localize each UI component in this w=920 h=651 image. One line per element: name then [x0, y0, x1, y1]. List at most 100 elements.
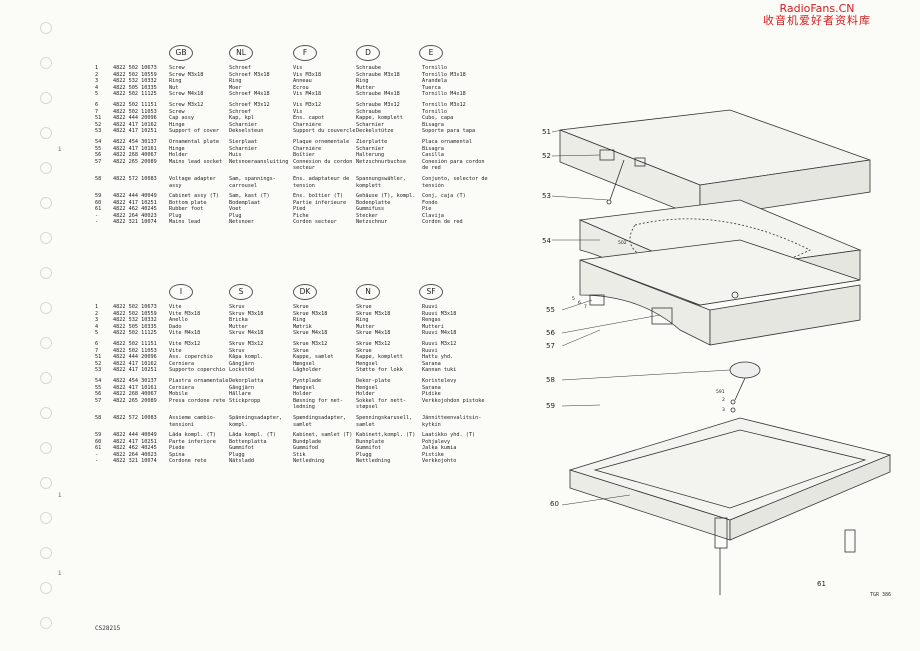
chassis-part — [579, 239, 861, 346]
part-description: Skruv M4x18 — [229, 330, 264, 337]
voltage-adapter-part — [729, 361, 761, 413]
part-code: 4822 502 11125 — [113, 330, 157, 337]
item-number: 58 — [95, 414, 102, 421]
part-description: Sokkel for nett- — [356, 397, 406, 404]
part-description: Hængsel — [293, 360, 315, 367]
part-description: Ring — [293, 317, 306, 324]
part-code: 4822 532 10332 — [113, 317, 157, 324]
part-description: Mains lead — [169, 219, 201, 226]
item-number: 52 — [95, 360, 102, 367]
item-number: 4 — [95, 323, 99, 330]
part-description: Schroef M4x18 — [229, 91, 270, 98]
part-description: Mutter — [229, 323, 248, 330]
part-description: Verkkojohto — [422, 458, 457, 465]
watermark: RadioFans.CN 收音机爱好者资料库 — [722, 3, 912, 27]
part-description: Mutteri — [422, 323, 444, 330]
lang-gb: GB — [169, 45, 193, 61]
part-description: Cerniera — [169, 384, 194, 391]
callout-57: 57 — [546, 342, 555, 350]
binder-hole — [40, 22, 52, 34]
part-description: Ruuvi — [422, 347, 438, 354]
exploded-view-drawing — [551, 109, 892, 595]
part-description: Dekorplatta — [229, 377, 264, 384]
part-code: 4822 417 10251 — [113, 438, 157, 445]
part-description: Dekor-plate — [356, 377, 391, 384]
part-description: Tornillo — [422, 108, 447, 115]
part-description: tensión — [422, 182, 444, 189]
part-description: secteur — [293, 165, 315, 172]
item-number: 4 — [95, 84, 99, 91]
part-description: Stickpropp — [229, 397, 261, 404]
part-description: Vite M3x12 — [169, 340, 201, 347]
callout-52: 52 — [542, 152, 551, 160]
part-description: Stik — [293, 451, 306, 458]
part-code: 4822 502 11151 — [113, 340, 157, 347]
part-code: 4822 417 10162 — [113, 121, 157, 128]
part-code: 4822 505 10335 — [113, 84, 157, 91]
binder-hole — [40, 232, 52, 244]
watermark-subtitle: 收音机爱好者资料库 — [763, 14, 871, 27]
item-number: 3 — [95, 78, 99, 85]
part-description: Connexion du cordon — [293, 158, 353, 165]
item-number: 55 — [95, 145, 102, 152]
part-description: Bodemplaat — [229, 199, 261, 206]
part-description: Soporte para tapa — [422, 128, 476, 135]
part-description: Lockstöd — [229, 367, 254, 374]
item-number: 57 — [95, 158, 102, 165]
part-description: Cordon secteur — [293, 219, 337, 226]
part-description: Mutter — [356, 84, 375, 91]
part-code: 4822 417 10161 — [113, 384, 157, 391]
part-description: Hattu yhd. — [422, 354, 454, 361]
part-description: Conexión para cordon — [422, 158, 485, 165]
part-description: Ruuvi M3x18 — [422, 310, 457, 317]
item-number: 2 — [95, 310, 99, 317]
part-description: Tornillo — [422, 65, 447, 71]
page-mark: i — [58, 570, 62, 577]
binder-hole — [40, 617, 52, 629]
item-number: 5 — [95, 330, 99, 337]
part-code: 4822 462 40245 — [113, 206, 157, 213]
part-description: Cordone rete — [169, 458, 207, 465]
part-description: Screw — [169, 108, 185, 115]
part-description: Gångjärn — [229, 384, 254, 391]
item-number: 6 — [95, 101, 99, 108]
lang-e: E — [419, 45, 443, 61]
lang-sf: SF — [419, 284, 443, 300]
callout-53: 53 — [542, 192, 551, 200]
lang-f: F — [293, 45, 317, 61]
part-description: Ruuvi M4x18 — [422, 330, 457, 337]
item-number: 56 — [95, 152, 102, 159]
item-number: 2 — [95, 71, 99, 78]
part-description: Bundplade — [293, 438, 322, 445]
part-description: Kåpa kompl. — [229, 354, 264, 361]
lang-header-bottom: I S DK N SF — [169, 284, 443, 300]
part-description: Bricka — [229, 317, 248, 324]
part-description: Netsnoeraansluiting — [229, 158, 289, 165]
callout-small: 6 — [578, 301, 581, 306]
part-description: Mobile — [169, 391, 188, 398]
item-number: 59 — [95, 432, 102, 439]
part-description: Scharnier — [229, 145, 258, 152]
item-number: 55 — [95, 384, 102, 391]
binder-hole — [40, 302, 52, 314]
part-description: Ecrou — [293, 84, 309, 91]
item-number: 51 — [95, 115, 102, 122]
part-description: Pie — [422, 206, 432, 213]
callout-51: 51 — [542, 128, 551, 136]
part-description: Skruv — [229, 304, 245, 310]
part-description: Gummifuss — [356, 206, 385, 213]
part-description: Schraube M4x18 — [356, 91, 400, 98]
part-description: Vis — [293, 108, 303, 115]
item-number: - — [95, 212, 99, 219]
part-description: samlet — [293, 421, 312, 428]
part-description: Kap, kpl — [229, 115, 254, 122]
part-code: 4822 444 40049 — [113, 432, 157, 439]
bottom-plate-part — [568, 417, 892, 595]
part-description: Plugg — [356, 451, 372, 458]
part-description: Sierplaat — [229, 138, 258, 145]
part-code: 4822 502 11125 — [113, 91, 157, 98]
part-description: Vite M4x18 — [169, 330, 201, 337]
part-description: Kannan tuki — [422, 367, 457, 374]
part-description: Holder — [169, 152, 188, 159]
part-description: Schraube M3x18 — [356, 71, 400, 78]
